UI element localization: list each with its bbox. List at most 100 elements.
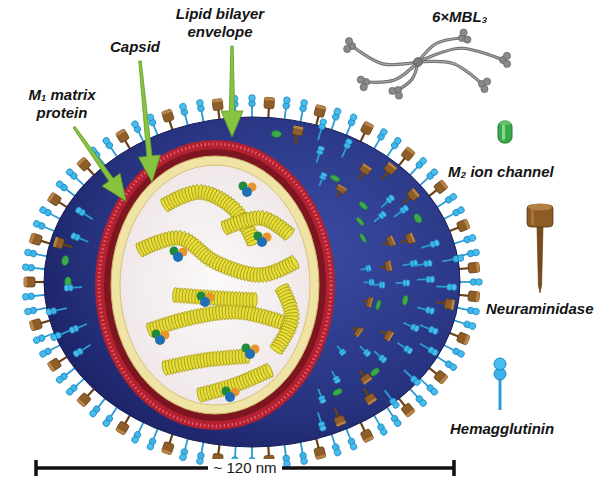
lipid-heads [99,144,331,426]
rnp-coil [220,210,296,241]
neuraminidase-cap [161,449,171,455]
hemagglutinin-head [22,264,29,271]
neuraminidase-stem [62,244,72,247]
capsid-layer [111,156,319,414]
surface-spike [339,138,353,159]
neuraminidase-head [115,421,129,436]
hemagglutinin-head [457,349,466,358]
surface-spike [381,235,396,249]
hemagglutinin-head [22,293,29,300]
surface-spike [396,340,414,355]
neuraminidase-head [24,277,35,287]
hemagglutinin-head [320,172,328,178]
matrix-layer [104,149,326,421]
surface-spike [335,344,347,357]
hemagglutinin-head [179,453,187,461]
leader-arrow [221,46,243,137]
hemagglutinin-head [431,348,439,357]
polymerase [197,292,215,308]
surface-spike [330,406,346,426]
neuraminidase-head [384,162,398,175]
hemagglutinin-head [430,387,439,396]
neuraminidase-cap [367,398,377,405]
neuraminidase-stem [353,327,357,330]
neuraminidase-head [366,297,373,308]
rim-spike [281,96,291,121]
mbl-arm-highlight [418,48,503,62]
neuraminidase-head [115,129,129,144]
hemagglutinin-head [449,363,458,372]
neuraminidase-cap [369,298,373,308]
neuraminidase-cap [410,233,416,243]
hemagglutinin-head [418,398,427,407]
surface-spike [316,172,328,187]
rim-spike [455,304,480,315]
scale-tick [34,460,38,476]
surface-spike [290,126,303,145]
mbl-arm-highlight [398,62,418,90]
neuraminidase-head [359,163,372,175]
neuraminidase-head [433,180,448,195]
neuraminidase-cap [387,332,394,341]
neuraminidase-stem [363,388,368,396]
mbl-arm [352,46,418,65]
surface-spike [358,200,369,210]
rnp-turn [252,292,257,307]
surface-spike [64,284,82,291]
neuraminidase-head [468,262,480,273]
surface-spike [402,320,420,333]
hemagglutinin-stem [499,378,502,410]
hemagglutinin-head [430,276,435,283]
neuraminidase-stem [380,266,386,267]
mbl-domain [464,36,471,43]
neuraminidase-stem [537,227,543,293]
hemagglutinin-head [413,378,422,387]
neuraminidase-head [383,330,394,342]
neuraminidase-head [407,188,420,201]
hemagglutinin-head [39,349,48,358]
hemagglutinin-head [380,356,387,364]
m2-channel [332,387,343,396]
surface-spike [329,174,340,183]
surface-spike [355,163,372,182]
surface-spike [379,194,396,210]
neuraminidase-head [405,233,416,245]
hemagglutinin-head [179,103,187,111]
mbl-domain [357,76,364,83]
neuraminidase-head [433,370,448,385]
neuraminidase-cap [364,121,374,128]
polymerase-subunit [200,297,210,307]
neuraminidase-cap [528,204,552,211]
m2-channel [61,255,69,266]
mbl-arm [418,48,503,62]
rim-spike [24,249,49,260]
neuraminidase-cap [464,219,471,229]
rim-spike [22,291,47,300]
hemagglutinin-head [451,284,457,291]
neuraminidase-cap [47,362,55,372]
surface-spike [419,322,439,335]
hemagglutinin-head [429,307,435,315]
neuraminidase-cap [264,97,274,101]
neuraminidase-cap [476,262,480,272]
hemagglutinin-head [65,387,74,396]
rim-spike [24,277,46,287]
neuraminidase-head [360,429,374,443]
hemagglutinin-head [283,96,290,103]
hemagglutinin-head [70,232,77,240]
polymerase-subunit [242,187,252,197]
surface-spike [70,232,89,245]
surface-spike [313,145,325,163]
surface-spike [50,327,72,341]
hemagglutinin-icon [494,358,506,410]
hemagglutinin-head [55,375,64,384]
hemagglutinin-head [300,457,308,465]
neuraminidase-head [385,261,392,272]
hemagglutinin-head [131,120,140,129]
lipid-bilayer [95,140,335,430]
hemagglutinin-head [368,265,372,272]
surface-spike [379,261,392,273]
neuraminidase-icon [527,204,553,294]
hemagglutinin-head [345,138,353,146]
neuraminidase-cap [388,162,397,170]
